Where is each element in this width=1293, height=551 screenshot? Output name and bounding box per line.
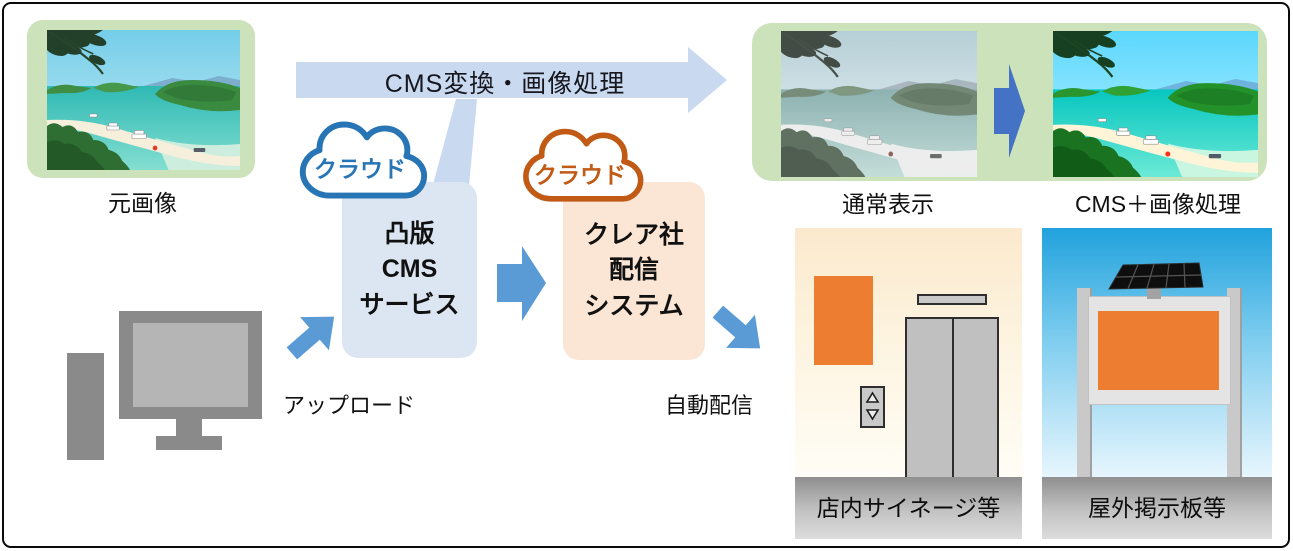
monitor-screen bbox=[133, 323, 248, 407]
upload-label: アップロード bbox=[282, 393, 415, 418]
cloud-icon bbox=[299, 121, 428, 199]
cloud-icon bbox=[523, 128, 644, 202]
flow-arrow-label: CMS変換・画像処理 bbox=[384, 70, 626, 98]
cms-service-box: 凸版 CMS サービス bbox=[342, 182, 477, 358]
cms-box-line1: 凸版 bbox=[384, 219, 435, 248]
original-image-label: 元画像 bbox=[108, 190, 177, 216]
computer-tower bbox=[67, 353, 104, 460]
monitor-base bbox=[156, 436, 222, 450]
delivery-box-line2: 配信 bbox=[608, 256, 659, 285]
upload-arrow-icon bbox=[286, 316, 335, 360]
delivery-box-line1: クレア社 bbox=[583, 220, 684, 249]
cloud-right: クラウド bbox=[510, 126, 650, 210]
solar-panel-icon bbox=[1108, 262, 1204, 290]
elevator-call-panel bbox=[860, 386, 885, 428]
monitor-neck bbox=[176, 419, 202, 436]
cloud-left-label: クラウド bbox=[314, 156, 406, 182]
auto-delivery-arrow-icon bbox=[712, 305, 761, 349]
cms-to-delivery-arrow-icon bbox=[497, 246, 546, 321]
instore-label: 店内サイネージ等 bbox=[816, 495, 1001, 521]
processed-display-label: CMS＋画像処理 bbox=[1074, 191, 1242, 217]
elevator-doors bbox=[905, 317, 999, 480]
elevator-up-down-icon bbox=[865, 391, 880, 421]
outdoor-label: 屋外掲示板等 bbox=[1088, 495, 1226, 521]
normal-display-label: 通常表示 bbox=[842, 191, 934, 217]
original-beach-photo bbox=[47, 30, 240, 170]
delivery-system-box: クレア社 配信 システム bbox=[563, 182, 705, 360]
outdoor-floor: 屋外掲示板等 bbox=[1042, 477, 1272, 539]
delivery-box-line3: システム bbox=[584, 291, 684, 320]
normal-display-photo bbox=[781, 31, 977, 177]
cloud-left: クラウド bbox=[286, 118, 434, 208]
elevator-indicator-bar bbox=[917, 294, 987, 305]
cms-box-line3: サービス bbox=[359, 290, 460, 319]
billboard-screen bbox=[1098, 311, 1219, 390]
instore-signage-display bbox=[814, 276, 873, 365]
cms-processed-photo bbox=[1053, 31, 1258, 177]
cloud-right-label: クラウド bbox=[534, 162, 626, 188]
cms-box-line2: CMS bbox=[381, 255, 438, 284]
elevator-door-divider bbox=[952, 319, 954, 478]
auto-delivery-label: 自動配信 bbox=[664, 393, 753, 418]
instore-floor: 店内サイネージ等 bbox=[795, 477, 1022, 539]
